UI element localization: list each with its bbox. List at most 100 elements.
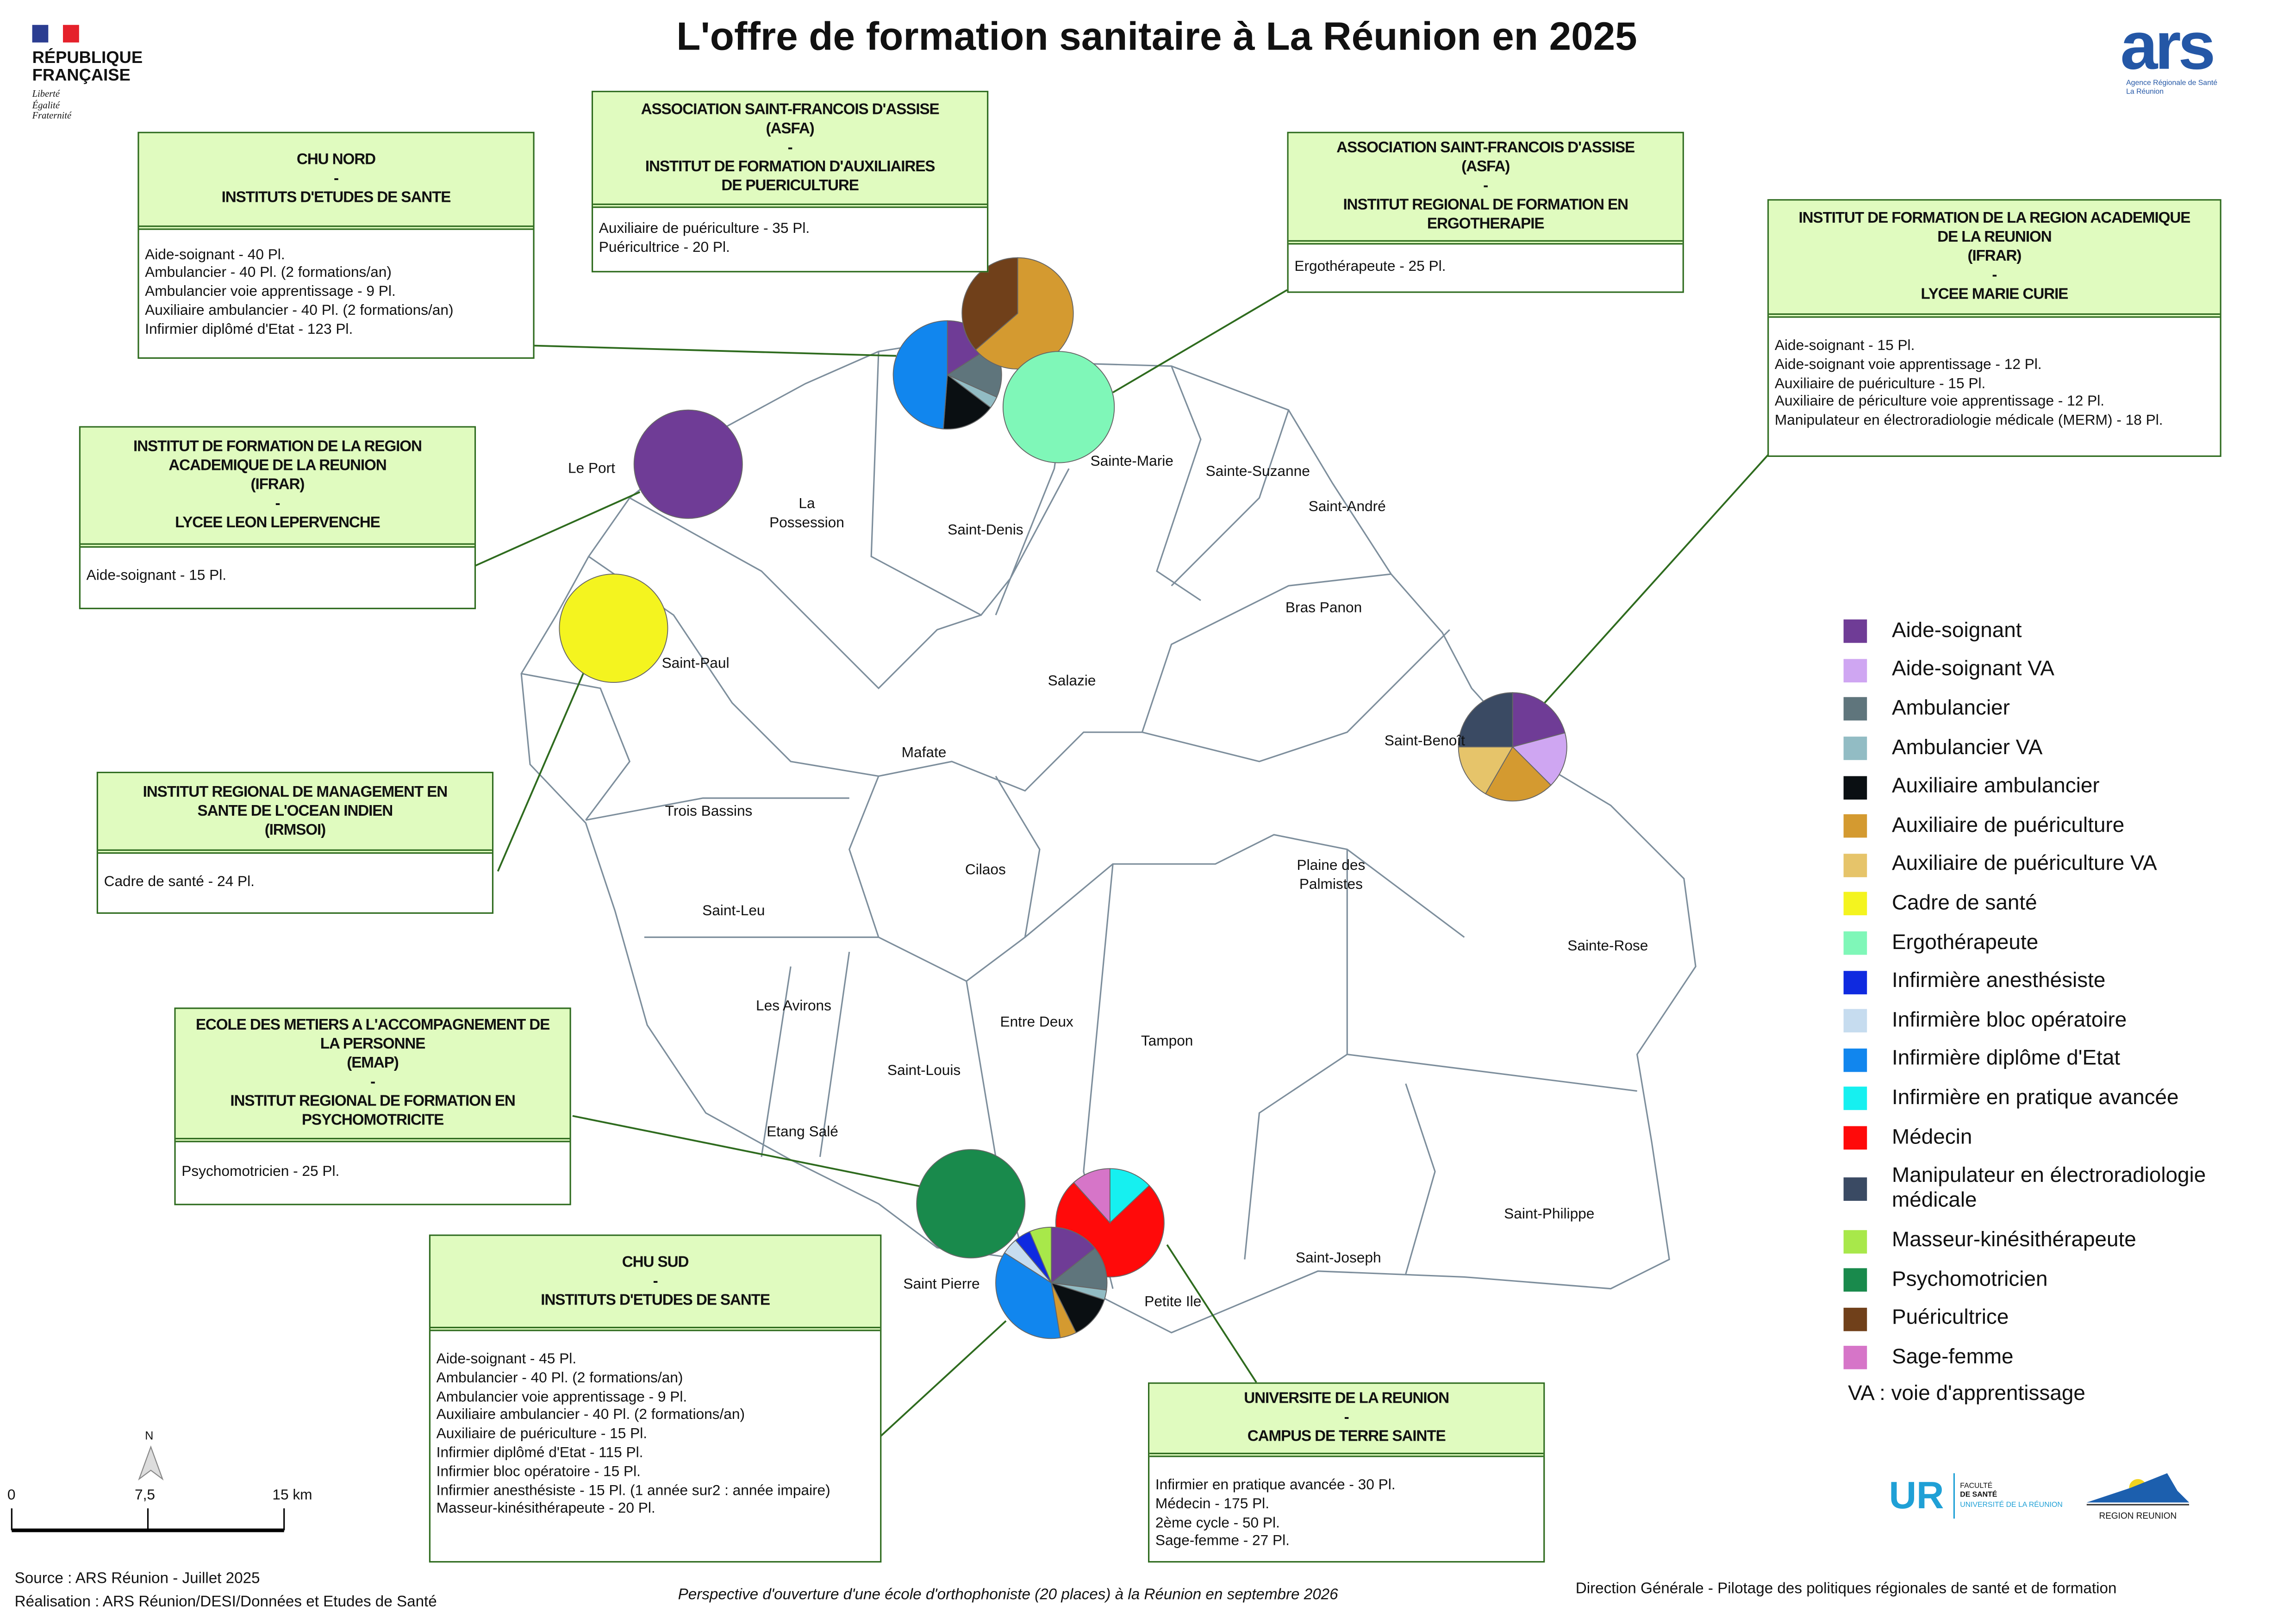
legend-item-asva: Aide-soignant VA	[1843, 651, 2268, 690]
ur-line: FACULTÉ	[1960, 1481, 1993, 1491]
formation-item: Infirmier bloc opératoire - 15 Pl.	[436, 1464, 641, 1480]
pie-chu-sud	[995, 1226, 1108, 1339]
commune-label: Saint-Philippe	[1504, 1206, 1595, 1223]
commune-label: Saint-Paul	[661, 656, 730, 672]
formation-list: Auxiliaire de puériculture - 35 Pl.Puéri…	[593, 208, 987, 271]
legend-label: Manipulateur en électroradiologie médica…	[1891, 1164, 2206, 1213]
pie-ifrar-lepervenche	[633, 409, 743, 519]
pie-charts	[559, 257, 1567, 1339]
connector-line	[1112, 289, 1288, 394]
header-line: DE LA REUNION	[1937, 228, 2052, 246]
legend-label: Aide-soignant	[1891, 619, 2022, 643]
legend-label: Ambulancier	[1891, 697, 2010, 721]
institution-box-asfa-puer: ASSOCIATION SAINT-FRANCOIS D'ASSISE(ASFA…	[591, 91, 989, 273]
rf-motto: Liberté	[32, 89, 60, 100]
formation-item: Médecin - 175 Pl.	[1155, 1496, 1270, 1513]
connector-line	[472, 491, 641, 568]
rf-motto: Égalité	[32, 100, 60, 111]
formation-item: Ambulancier voie apprentissage - 9 Pl.	[145, 284, 396, 300]
formation-item: Auxiliaire de périculture voie apprentis…	[1774, 394, 2105, 411]
pie-slice-psy	[916, 1149, 1026, 1259]
commune-label: Sainte-Rose	[1567, 938, 1648, 955]
legend-swatch	[1843, 1229, 1867, 1253]
legend-label: Masseur-kinésithérapeute	[1891, 1229, 2136, 1252]
legend-swatch	[1843, 1048, 1867, 1072]
legend-swatch	[1843, 775, 1867, 800]
institution-box-universite: UNIVERSITE DE LA REUNION-CAMPUS DE TERRE…	[1148, 1382, 1545, 1563]
legend-swatch	[1843, 698, 1867, 721]
header-line: INSTITUT REGIONAL DE MANAGEMENT EN	[143, 782, 448, 800]
institution-header: CHU NORD-INSTITUTS D'ETUDES DE SANTE	[139, 133, 533, 230]
legend-swatch	[1843, 970, 1867, 994]
marianne-flag-icon	[32, 25, 79, 43]
legend-label: Auxiliaire de puériculture	[1891, 814, 2125, 837]
legend-swatch	[1843, 659, 1867, 682]
formation-item: Infirmier diplômé d'Etat - 115 Pl.	[436, 1445, 643, 1462]
rf-line: FRANÇAISE	[32, 67, 131, 85]
pie-slice-apu	[975, 257, 1074, 370]
formation-list: Aide-soignant - 40 Pl.Ambulancier - 40 P…	[139, 230, 533, 357]
pie-slice-ergo	[1002, 351, 1115, 463]
commune-label: Petite Ile	[1144, 1294, 1202, 1311]
commune-label: Les Avirons	[756, 999, 831, 1015]
header-line: (IRMSOI)	[264, 821, 326, 838]
legend-swatch	[1843, 1126, 1867, 1150]
north-label: N	[145, 1429, 154, 1443]
header-line: ACADEMIQUE DE LA REUNION	[168, 456, 387, 475]
pie-slice-apu	[1485, 746, 1552, 802]
formation-item: Cadre de santé - 24 Pl.	[104, 874, 255, 890]
legend-item-ibode: Infirmière bloc opératoire	[1843, 1001, 2268, 1040]
header-line: CHU SUD	[622, 1253, 689, 1271]
pie-slice-puer	[961, 257, 1018, 351]
header-line: PSYCHOMOTRICITE	[301, 1111, 444, 1129]
legend-item-apuva: Auxiliaire de puériculture VA	[1843, 846, 2268, 885]
formation-list: Ergothérapeute - 25 Pl.	[1289, 244, 1683, 291]
header-line: -	[370, 1073, 375, 1091]
region-mountain-icon	[2086, 1473, 2190, 1505]
legend-label: Médecin	[1891, 1125, 1972, 1149]
pie-slice-as	[1051, 1226, 1096, 1284]
header-line: UNIVERSITE DE LA REUNION	[1244, 1389, 1449, 1407]
commune-label: Trois Bassins	[665, 804, 753, 820]
header-line: (ASFA)	[1461, 158, 1510, 176]
formation-item: Aide-soignant - 15 Pl.	[86, 568, 227, 585]
connector-lines	[472, 289, 1770, 1439]
pie-slice-apuva	[1458, 746, 1514, 794]
commune-borders	[521, 351, 1637, 1289]
institution-box-asfa-ergo: ASSOCIATION SAINT-FRANCOIS D'ASSISE(ASFA…	[1287, 131, 1684, 293]
legend-label: Infirmière bloc opératoire	[1891, 1008, 2127, 1032]
formation-list: Aide-soignant - 45 Pl.Ambulancier - 40 P…	[430, 1331, 880, 1561]
legend-label: Psychomotricien	[1891, 1268, 2048, 1292]
formation-item: Manipulateur en électroradiologie médica…	[1774, 413, 2163, 430]
header-line: INSTITUT DE FORMATION DE LA REGION ACADE…	[1798, 209, 2191, 227]
legend-item-ambva: Ambulancier VA	[1843, 729, 2268, 768]
formation-item: Auxiliaire ambulancier - 40 Pl. (2 forma…	[436, 1408, 745, 1424]
commune-label: La Possession	[769, 496, 844, 532]
legend-label: Cadre de santé	[1891, 892, 2037, 915]
pie-slice-auxamb	[1050, 1282, 1105, 1334]
ars-wordmark: ars	[2120, 7, 2215, 84]
ur-line: UNIVERSITÉ DE LA RÉUNION	[1960, 1500, 2063, 1510]
header-line: CHU NORD	[296, 150, 376, 169]
commune-label: Saint-Denis	[948, 523, 1023, 539]
commune-label: Saint-Louis	[887, 1063, 961, 1080]
scale-tick: 0	[7, 1487, 16, 1504]
legend-note: VA : voie d'apprentissage	[1848, 1382, 2085, 1406]
formation-item: Aide-soignant voie apprentissage - 12 Pl…	[1774, 357, 2042, 373]
header-line: -	[275, 495, 280, 513]
connector-line	[572, 1115, 920, 1187]
formation-item: Aide-soignant - 40 Pl.	[145, 247, 285, 263]
institution-header: CHU SUD-INSTITUTS D'ETUDES DE SANTE	[430, 1236, 880, 1331]
ur-line: DE SANTÉ	[1960, 1491, 1997, 1500]
page-title: L'offre de formation sanitaire à La Réun…	[676, 14, 1637, 59]
legend-swatch	[1843, 1178, 1867, 1201]
formation-item: Auxiliaire ambulancier - 40 Pl. (2 forma…	[145, 303, 454, 319]
header-line: -	[333, 169, 339, 187]
formation-item: Auxiliaire de puériculture - 15 Pl.	[1774, 375, 1986, 392]
header-line: LYCEE MARIE CURIE	[1921, 285, 2069, 303]
legend-item-sf: Sage-femme	[1843, 1339, 2268, 1378]
